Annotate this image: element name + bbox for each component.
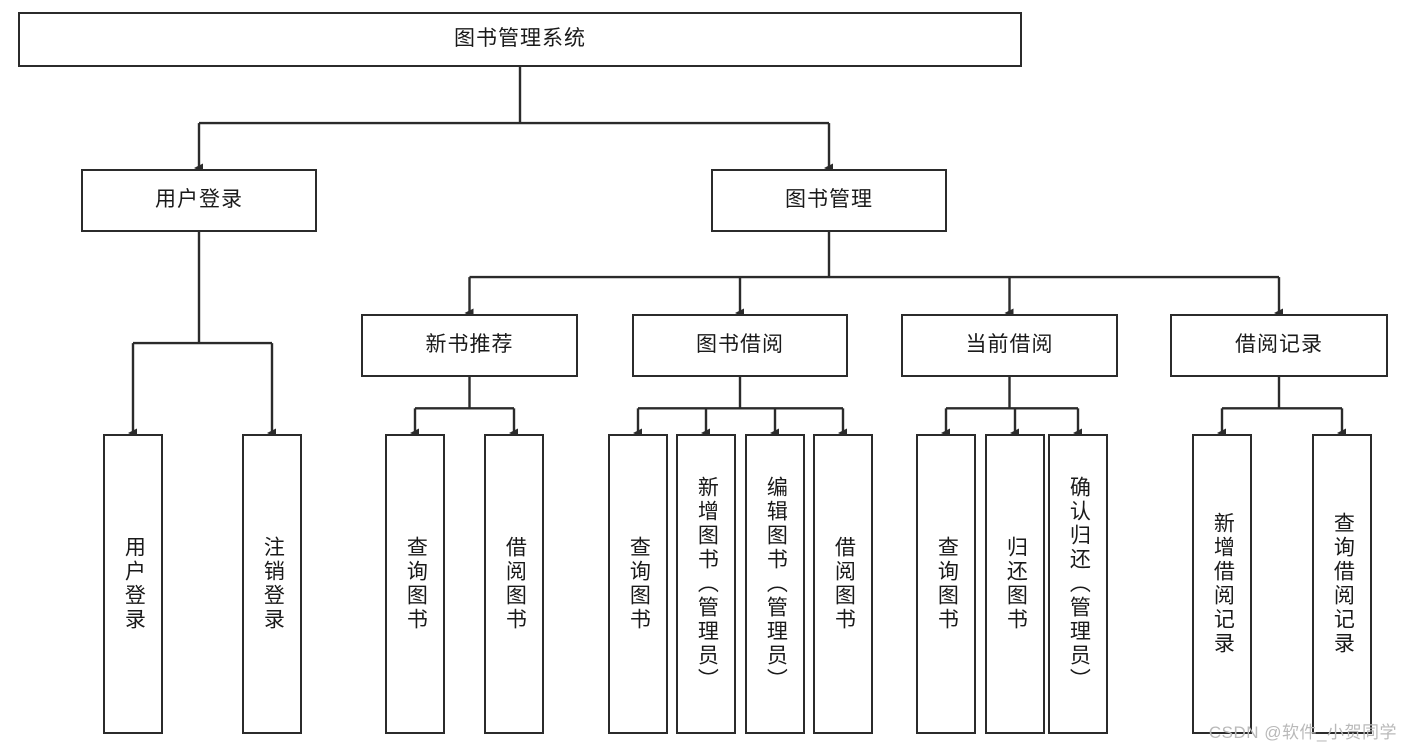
leaf-query-book-2-label: 查询图书: [627, 536, 651, 632]
leaf-query-borrow-record-label: 查询借阅记录: [1331, 512, 1355, 656]
leaf-return-book-label: 归还图书: [1004, 536, 1028, 632]
node-book-borrow-label: 图书借阅: [696, 333, 784, 357]
leaf-confirm-return-label: 确认归还（管理员）: [1067, 476, 1091, 692]
leaf-borrow-book-1[interactable]: 借阅图书: [484, 434, 544, 734]
csdn-watermark: CSDN @软件_小贺同学: [1208, 723, 1397, 742]
leaf-edit-book[interactable]: 编辑图书（管理员）: [745, 434, 805, 734]
leaf-borrow-book-2-label: 借阅图书: [832, 536, 856, 632]
node-new-book-recommend[interactable]: 新书推荐: [361, 314, 578, 377]
node-borrow-record[interactable]: 借阅记录: [1170, 314, 1388, 377]
leaf-add-borrow-record[interactable]: 新增借阅记录: [1192, 434, 1252, 734]
leaf-add-book[interactable]: 新增图书（管理员）: [676, 434, 736, 734]
leaf-query-book-1-label: 查询图书: [404, 536, 428, 632]
leaf-borrow-book-1-label: 借阅图书: [503, 536, 527, 632]
leaf-return-book[interactable]: 归还图书: [985, 434, 1045, 734]
node-new-book-recommend-label: 新书推荐: [425, 333, 514, 357]
node-root-label: 图书管理系统: [454, 27, 586, 51]
leaf-user-login[interactable]: 用户登录: [103, 434, 163, 734]
leaf-edit-book-label: 编辑图书（管理员）: [764, 476, 788, 692]
leaf-logout[interactable]: 注销登录: [242, 434, 302, 734]
leaf-user-login-label: 用户登录: [122, 536, 146, 632]
node-borrow-record-label: 借阅记录: [1235, 333, 1323, 357]
leaf-query-book-2[interactable]: 查询图书: [608, 434, 668, 734]
leaf-query-book-3[interactable]: 查询图书: [916, 434, 976, 734]
leaf-query-book-3-label: 查询图书: [935, 536, 959, 632]
node-current-borrow-label: 当前借阅: [965, 333, 1054, 357]
node-user-login[interactable]: 用户登录: [81, 169, 317, 232]
leaf-query-borrow-record[interactable]: 查询借阅记录: [1312, 434, 1372, 734]
leaf-logout-label: 注销登录: [261, 536, 285, 632]
leaf-add-borrow-record-label: 新增借阅记录: [1211, 512, 1235, 656]
node-user-login-label: 用户登录: [155, 188, 243, 212]
node-current-borrow[interactable]: 当前借阅: [901, 314, 1118, 377]
leaf-query-book-1[interactable]: 查询图书: [385, 434, 445, 734]
node-book-manage[interactable]: 图书管理: [711, 169, 947, 232]
leaf-add-book-label: 新增图书（管理员）: [695, 476, 719, 692]
leaf-borrow-book-2[interactable]: 借阅图书: [813, 434, 873, 734]
node-root[interactable]: 图书管理系统: [18, 12, 1022, 67]
node-book-manage-label: 图书管理: [785, 188, 873, 212]
leaf-confirm-return[interactable]: 确认归还（管理员）: [1048, 434, 1108, 734]
node-book-borrow[interactable]: 图书借阅: [632, 314, 848, 377]
